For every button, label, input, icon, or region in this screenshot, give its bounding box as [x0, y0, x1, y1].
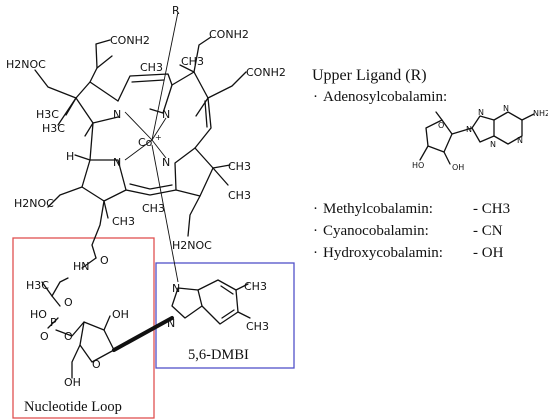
label-conh2-a: CONH2 — [110, 34, 150, 47]
label-ch3-dmbi-a: CH3 — [244, 280, 267, 293]
adenosyl-oh: OH — [452, 163, 464, 172]
label-n-dmbi-top: N — [172, 282, 180, 295]
adenosyl-n-c: N — [503, 104, 509, 113]
label-phosphorus: P — [50, 316, 57, 329]
label-h: H — [66, 150, 74, 163]
label-n-d: N — [113, 156, 121, 169]
label-ch3-c1: CH3 — [228, 160, 251, 173]
label-h2noc-b: H2NOC — [14, 197, 54, 210]
label-conh2-c: CONH2 — [246, 66, 286, 79]
adenosyl-n-e: N — [490, 140, 496, 149]
label-ch3-bottom: CH3 — [142, 202, 165, 215]
label-h3c-b: H3C — [42, 122, 65, 135]
label-cobalt-charge: + — [155, 133, 162, 142]
ligand-bullet: · — [313, 223, 318, 239]
ligand-group-methyl: - CH3 — [473, 201, 510, 217]
adenosyl-structure: O N N N N N NH2 HO OH — [412, 104, 548, 172]
label-n-b: N — [162, 108, 170, 121]
label-n-c: N — [162, 156, 170, 169]
label-ch3-d: CH3 — [112, 215, 135, 228]
adenosyl-ho: HO — [412, 161, 424, 170]
ligand-bullet: · — [313, 89, 318, 105]
ligand-row-hydroxy: · Hydroxycobalamin: - OH — [313, 245, 504, 261]
label-o-ester: O — [64, 296, 73, 309]
dmbi-box — [155, 262, 295, 369]
label-ch3-dmbi-b: CH3 — [246, 320, 269, 333]
label-ch3-top: CH3 — [140, 61, 163, 74]
label-hn: HN — [73, 260, 90, 273]
label-n-a: N — [113, 108, 121, 121]
label-o-ribose: O — [92, 358, 101, 371]
label-cobalt: Co — [138, 136, 153, 149]
cobalt-coordination-bonds — [124, 11, 179, 283]
label-o-phosphate-b: O — [64, 330, 73, 343]
upper-ligand-title: Upper Ligand (R) — [312, 67, 427, 84]
atom-labels: R CONH2 CONH2 CONH2 H2NOC H2NOC H2NOC CH… — [6, 4, 286, 389]
ligand-name-hydroxy: Hydroxycobalamin: — [323, 245, 443, 261]
nucleotide-loop-bonds — [41, 257, 174, 379]
label-ho-phosphate: HO — [30, 308, 47, 321]
label-ch3-ringb: CH3 — [181, 55, 204, 68]
adenosyl-o: O — [438, 121, 444, 130]
label-o-phosphate-a: O — [40, 330, 49, 343]
ligand-group-hydroxy: - OH — [473, 245, 504, 261]
dmbi-label: 5,6-DMBI — [188, 347, 249, 363]
adenosyl-n-a: N — [466, 125, 472, 134]
ligand-name-cyano: Cyanocobalamin: — [323, 223, 429, 239]
label-amide-o: O — [100, 254, 109, 267]
adenosyl-nh2: NH2 — [533, 109, 548, 118]
label-oh-ribose: OH — [112, 308, 129, 321]
ligand-row-adenosyl: · Adenosylcobalamin: — [313, 89, 447, 105]
label-n-dmbi-bottom: N — [167, 317, 175, 330]
ligand-bullet: · — [313, 201, 318, 217]
dmbi-bonds — [171, 279, 251, 325]
label-h2noc-a: H2NOC — [6, 58, 46, 71]
adenosyl-n-d: N — [517, 136, 523, 145]
label-conh2-b: CONH2 — [209, 28, 249, 41]
label-r: R — [172, 4, 180, 17]
ligand-name-methyl: Methylcobalamin: — [323, 201, 433, 217]
ligand-name-adenosyl: Adenosylcobalamin: — [323, 89, 447, 105]
label-ch3-c2: CH3 — [228, 189, 251, 202]
label-h2noc-c: H2NOC — [172, 239, 212, 252]
label-oh-ribose-bottom: OH — [64, 376, 81, 389]
ligand-bullet: · — [313, 245, 318, 261]
label-h3c-a: H3C — [36, 108, 59, 121]
ligand-row-methyl: · Methylcobalamin: - CH3 — [313, 201, 510, 217]
ligand-group-cyano: - CN — [473, 223, 503, 239]
nucleotide-loop-label: Nucleotide Loop — [24, 399, 122, 415]
adenosyl-n-b: N — [478, 108, 484, 117]
label-h3c-loop: H3C — [26, 279, 49, 292]
corrin-ring-bonds — [34, 36, 247, 259]
ligand-row-cyano: · Cyanocobalamin: - CN — [313, 223, 503, 239]
